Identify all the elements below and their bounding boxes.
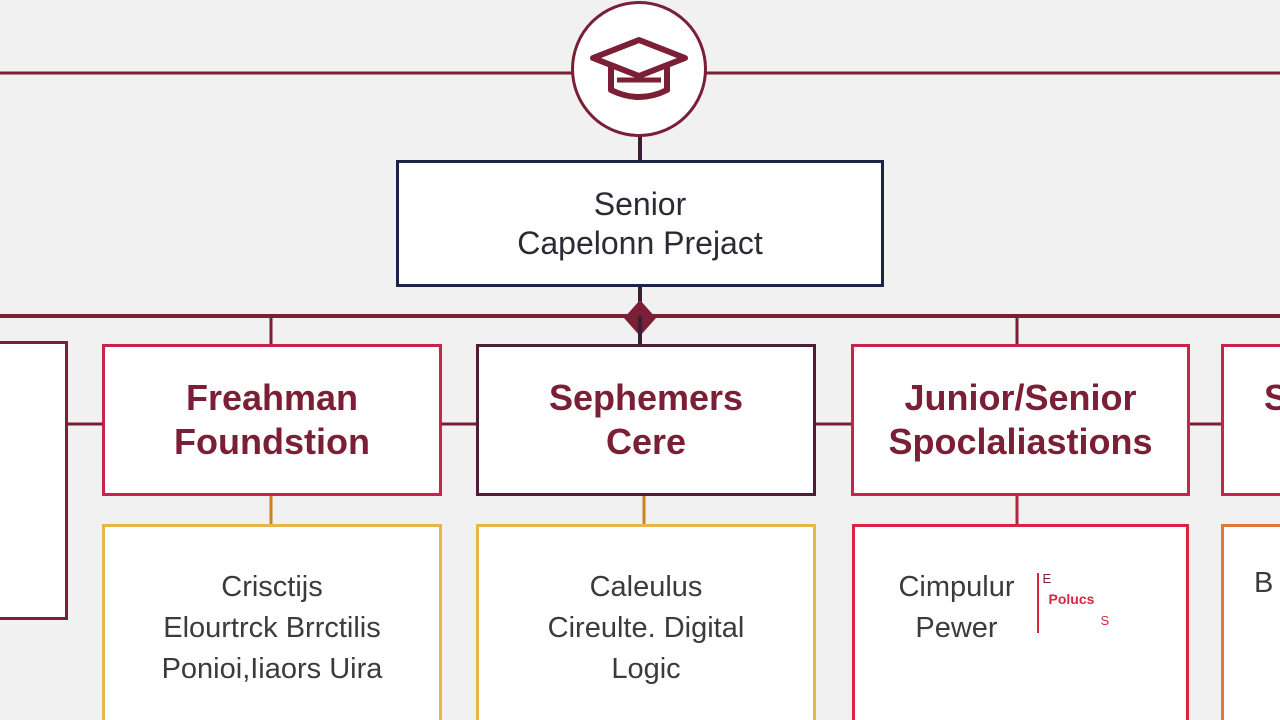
year-node-freshman: Freahman Foundstion bbox=[102, 344, 442, 496]
course-line: Ponioi,Iiaors Uira bbox=[161, 653, 383, 685]
capstone-title-line2: Capelonn Prejact bbox=[517, 224, 763, 261]
course-tag-text: Polucs bbox=[1048, 591, 1095, 607]
partial-year-node-right: S bbox=[1221, 344, 1280, 496]
year-node-junior-senior: Junior/Senior Spoclaliastions bbox=[851, 344, 1190, 496]
year-node-sophomore: Sephemers Cere bbox=[476, 344, 816, 496]
capstone-node: Senior Capelonn Prejact bbox=[396, 160, 884, 287]
course-tag-text: S bbox=[1100, 613, 1110, 628]
course-line: Elourtrck Brrctilis bbox=[163, 612, 381, 644]
course-node-freshman: Crisctijs Elourtrck Brrctilis Ponioi,Iia… bbox=[102, 524, 442, 720]
course-tag-text: E bbox=[1042, 571, 1052, 586]
year-title-line2: Cere bbox=[605, 421, 687, 462]
course-line: Pewer bbox=[915, 612, 998, 644]
partial-course-node-right: B bbox=[1221, 524, 1280, 720]
year-title-line1: Junior/Senior bbox=[904, 377, 1137, 418]
logo-circle bbox=[571, 1, 707, 137]
course-line: Caleulus bbox=[589, 571, 703, 603]
year-title-line1: Freahman bbox=[185, 377, 359, 418]
course-line: Logic bbox=[611, 653, 681, 685]
course-line: Crisctijs bbox=[221, 571, 323, 603]
year-title-line2: Foundstion bbox=[174, 421, 370, 462]
graduation-cap-icon bbox=[590, 37, 688, 100]
year-title-line1: Sephemers bbox=[548, 377, 744, 418]
capstone-title-line1: Senior bbox=[593, 185, 687, 222]
course-line: Cireulte. Digital bbox=[547, 612, 745, 644]
year-title-line2: Spoclaliastions bbox=[888, 421, 1153, 462]
course-line: Cimpulur bbox=[898, 571, 1015, 603]
course-lines: Cimpulur Pewer bbox=[898, 567, 1014, 649]
course-node-junior-senior: Cimpulur Pewer E Polucs S bbox=[852, 524, 1189, 720]
course-content: Cimpulur Pewer E Polucs S bbox=[855, 567, 1186, 649]
course-node-sophomore: Caleulus Cireulte. Digital Logic bbox=[476, 524, 816, 720]
partial-node-left bbox=[0, 341, 68, 620]
partial-course-text: B bbox=[1254, 567, 1274, 599]
partial-year-text: S bbox=[1264, 377, 1280, 418]
course-tag: E Polucs S bbox=[1036, 571, 1113, 633]
